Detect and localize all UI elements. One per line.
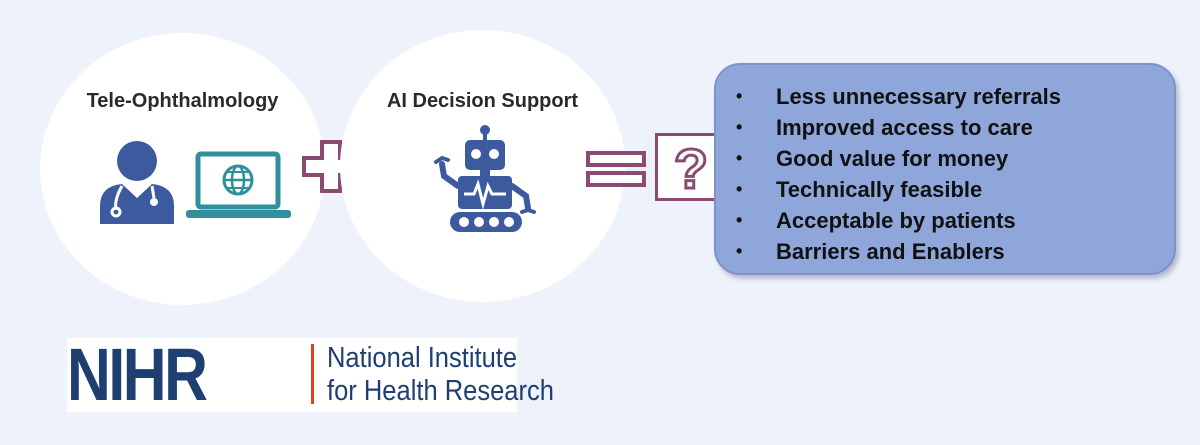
- bullet: •: [736, 117, 743, 137]
- nihr-logo-text: National Institute for Health Research: [327, 342, 554, 408]
- nihr-logo-line1: National Institute: [327, 342, 518, 374]
- tele-ophthalmology-title: Tele-Ophthalmology: [86, 90, 279, 112]
- bullet: •: [736, 179, 743, 199]
- outcome-item: • Technically feasible: [736, 174, 1061, 205]
- outcome-item: • Acceptable by patients: [736, 205, 1061, 236]
- robot-icon: [434, 125, 536, 232]
- bullet: •: [736, 148, 743, 168]
- question-mark-icon: ?: [672, 136, 709, 198]
- laptop-globe-icon: [186, 151, 291, 218]
- outcome-text: Barriers and Enablers: [776, 239, 1005, 264]
- outcome-text: Less unnecessary referrals: [776, 84, 1061, 109]
- outcomes-box: • Less unnecessary referrals • Improved ac…: [714, 63, 1176, 275]
- outcome-text: Technically feasible: [776, 177, 983, 202]
- outcome-item: • Barriers and Enablers: [736, 236, 1061, 267]
- doctor-icon: [100, 141, 174, 224]
- nihr-logo-divider: [311, 344, 314, 404]
- equals-icon: [586, 151, 646, 187]
- outcome-text: Good value for money: [776, 146, 1009, 171]
- outcome-item: • Less unnecessary referrals: [736, 81, 1061, 112]
- ai-decision-support-title: AI Decision Support: [386, 90, 579, 112]
- nihr-logo-line2: for Health Research: [327, 375, 554, 407]
- bullet: •: [736, 210, 743, 230]
- outcome-text: Acceptable by patients: [776, 208, 1016, 233]
- question-mark-text: ?: [674, 137, 708, 198]
- outcomes-list: • Less unnecessary referrals • Improved ac…: [736, 81, 1061, 267]
- outcome-text: Improved access to care: [776, 115, 1033, 140]
- bullet: •: [736, 86, 743, 106]
- nihr-logo-mark: NIHR: [67, 333, 208, 416]
- outcome-item: • Improved access to care: [736, 112, 1061, 143]
- bullet: •: [736, 241, 743, 261]
- nihr-logo: NIHR National Institute for Health Resea…: [67, 334, 554, 416]
- outcome-item: • Good value for money: [736, 143, 1061, 174]
